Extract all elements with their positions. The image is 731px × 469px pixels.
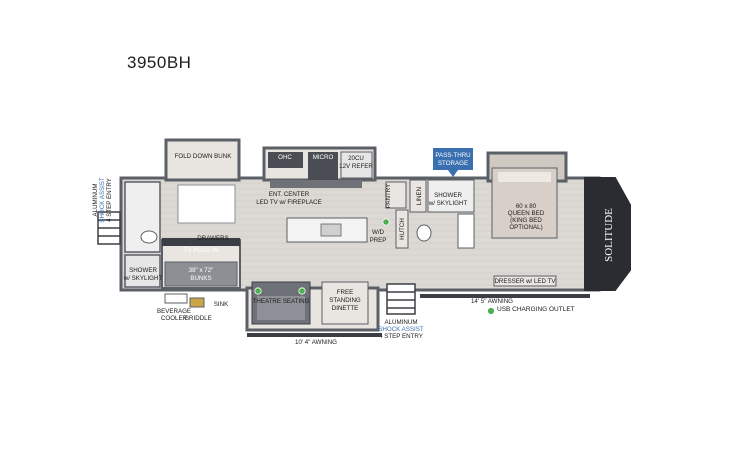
rear-entry-label-3: 4 STEP ENTRY <box>106 178 113 222</box>
beverage-cooler-label-1: BEVERAGE <box>157 308 191 315</box>
front-awning-label: 14' 5" AWNING <box>471 298 513 305</box>
refer-label-1: 20CU <box>348 155 364 162</box>
queen-bed-label-2: QUEEN BED <box>508 210 545 217</box>
tv-plug-label: TV PLUG IN <box>184 247 218 254</box>
side-entry-label-3: 4 STEP ENTRY <box>379 333 423 340</box>
fold-down-bunk-label: FOLD DOWN BUNK <box>175 153 233 160</box>
rear-entry-label-2: SHOCK ASSIST <box>99 177 106 223</box>
rear-entry-label-1: ALUMINUM <box>92 183 99 216</box>
pantry-area: PANTRY HUTCH W/D PREP <box>370 181 409 249</box>
rear-entry-steps <box>97 211 121 245</box>
usb-outlets <box>254 218 495 315</box>
usb-outlet-dot <box>298 287 306 295</box>
brand-logo-text: SOLITUDE <box>603 208 615 262</box>
front-shower-label-2: w/ SKYLIGHT <box>428 200 468 207</box>
usb-legend-dot <box>487 307 495 315</box>
side-entry-steps: ALUMINUM SHOCK ASSIST 4 STEP ENTRY <box>378 283 424 340</box>
wd-prep-label-1: W/D <box>372 229 385 236</box>
living-slideout: THEATRE SEATING FREE STANDING DINETTE <box>251 281 369 325</box>
bunks-label: BUNKS <box>190 275 211 282</box>
front-bath: LINEN SHOWER w/ SKYLIGHT <box>409 179 475 249</box>
usb-legend-label: USB CHARGING OUTLET <box>497 306 575 313</box>
wd-prep-label-2: PREP <box>370 237 387 244</box>
micro-label: MICRO <box>313 154 334 161</box>
side-entry-label-1: ALUMINUM <box>384 319 417 326</box>
outdoor-kitchen: BEVERAGE COOLER GRIDDLE SINK <box>157 293 229 322</box>
pantry-label: PANTRY <box>385 184 392 209</box>
dinette-label-1: FREE <box>337 289 354 296</box>
front-shower-label-1: SHOWER <box>434 192 462 199</box>
dresser-label: DRESSER w/ LED TV <box>494 278 556 285</box>
fold-down-bunk: FOLD DOWN BUNK <box>175 153 236 224</box>
pass-thru-storage-callout: PASS-THRU STORAGE <box>433 148 473 177</box>
rear-awning: 10' 4" AWNING <box>247 333 382 346</box>
front-awning: 14' 5" AWNING <box>420 294 590 305</box>
kitchen: OHC MICRO 20CU 12V REFER ENT. CENTER LED… <box>256 151 373 243</box>
ent-center-label-2: LED TV w/ FIREPLACE <box>256 199 322 206</box>
pass-thru-label-1: PASS-THRU <box>435 152 470 159</box>
ent-center-label-1: ENT. CENTER <box>269 191 310 198</box>
beverage-cooler-label-2: COOLER <box>161 315 188 322</box>
usb-outlet-dot <box>254 287 262 295</box>
hutch-label: HUTCH <box>399 218 406 240</box>
rear-awning-label: 10' 4" AWNING <box>295 339 337 346</box>
dinette-label-3: DINETTE <box>332 305 358 312</box>
queen-bed-label-4: OPTIONAL) <box>509 224 542 231</box>
model-title: 3950BH <box>127 53 192 72</box>
linen-label: LINEN <box>416 187 423 205</box>
pass-thru-label-2: STORAGE <box>438 160 468 167</box>
queen-bed-label-3: (KING BED <box>510 217 542 224</box>
queen-bed-label-1: 60 x 80 <box>516 203 537 210</box>
bunks-size-label: 38" x 72" <box>189 267 214 274</box>
sink-label: SINK <box>214 301 229 308</box>
theatre-seating-label: THEATRE SEATING <box>253 298 310 305</box>
rear-shower-label: SHOWER <box>129 267 157 274</box>
usb-outlet-dot <box>382 218 390 226</box>
dinette-label-2: STANDING <box>329 297 361 304</box>
refer-label-2: 12V REFER <box>339 163 373 170</box>
bunk-room: DRAWERS TV PLUG IN 38" x 72" BUNKS <box>161 235 241 289</box>
brand-logo: SOLITUDE <box>603 208 615 262</box>
bedroom: 60 x 80 QUEEN BED (KING BED OPTIONAL) DR… <box>491 167 558 287</box>
ohc-label: OHC <box>278 154 292 161</box>
drawers-label: DRAWERS <box>197 235 228 242</box>
griddle-label: GRIDDLE <box>184 315 212 322</box>
rear-shower-skylight-label: w/ SKYLIGHT <box>123 275 163 282</box>
rear-entry-label: ALUMINUM SHOCK ASSIST 4 STEP ENTRY <box>92 177 113 223</box>
side-entry-label-2: SHOCK ASSIST <box>378 326 424 333</box>
rear-bath: SHOWER w/ SKYLIGHT <box>123 181 163 288</box>
